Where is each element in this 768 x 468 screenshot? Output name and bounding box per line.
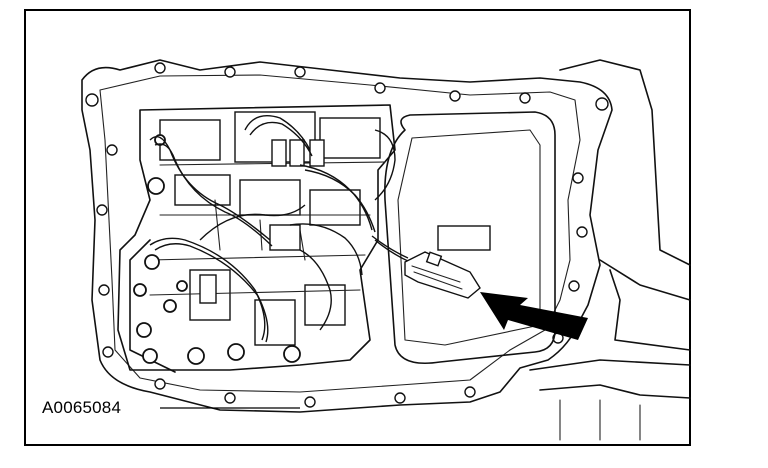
- harness-connector: [404, 251, 481, 299]
- wiring-harness: [149, 115, 411, 343]
- figure-border: [24, 9, 691, 446]
- figure-reference-number: A0065084: [42, 398, 122, 417]
- pan-label-plate: [437, 225, 491, 251]
- gasket-bolt-holes: [85, 62, 609, 408]
- valve-body-bolts: [133, 134, 301, 365]
- pointer-arrow: [480, 292, 588, 340]
- transmission-case-edge: [529, 59, 691, 441]
- pan-recess: [384, 111, 556, 364]
